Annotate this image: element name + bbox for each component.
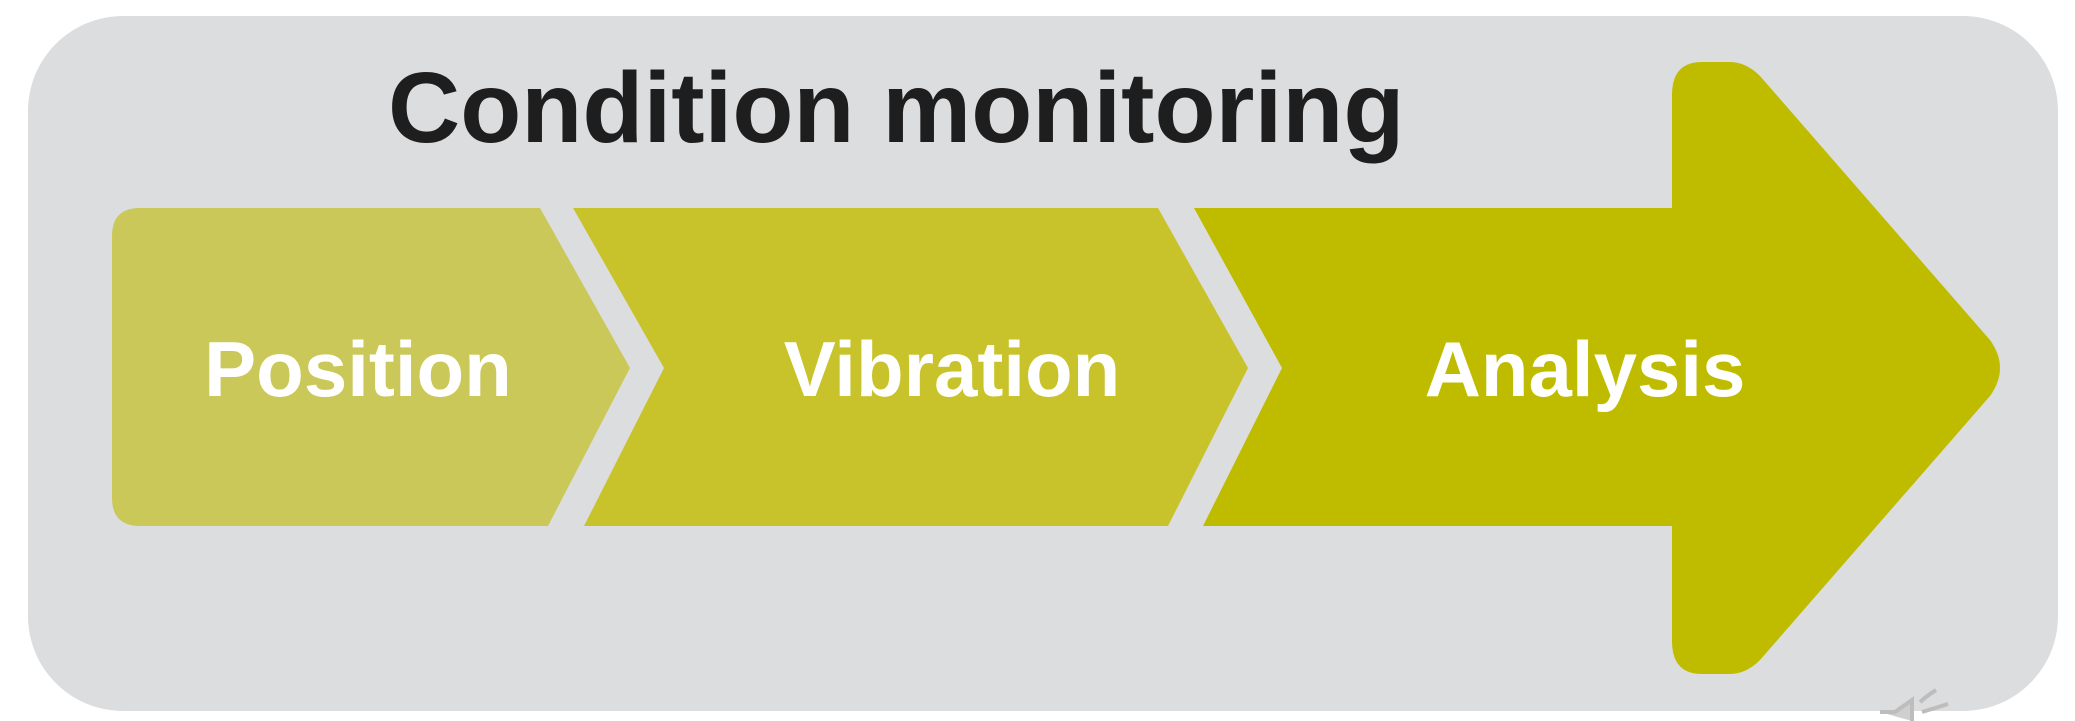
step-label-position: Position bbox=[204, 325, 512, 413]
step-label-analysis: Analysis bbox=[1425, 325, 1746, 413]
step-shape-analysis bbox=[1194, 62, 2000, 674]
step-label-vibration: Vibration bbox=[784, 325, 1121, 413]
diagram-title: Condition monitoring bbox=[388, 52, 1404, 164]
step-shape-position bbox=[112, 208, 630, 526]
speaker-icon[interactable] bbox=[1880, 688, 1949, 721]
step-shape-vibration bbox=[573, 208, 1248, 526]
